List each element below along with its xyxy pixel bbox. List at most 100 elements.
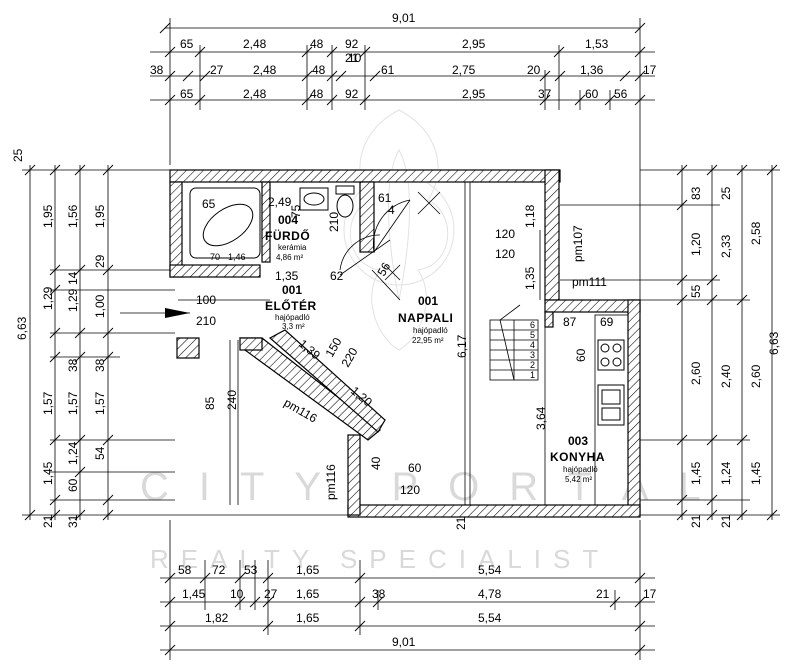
dim-label: 2,48: [243, 87, 267, 101]
dimension-lines-right: 6,63 83 1,20 55 2,60 1,45 21 25 2,33 2,4…: [560, 164, 781, 528]
stair-step: 3: [530, 350, 535, 360]
dim-label: 1,53: [585, 37, 609, 51]
top-dim-row-2: 65 2,48 48 21 92 2,95 1,53: [180, 37, 609, 65]
watermark-brand: CITY PORTÁL: [140, 464, 731, 509]
dim-label: 1,65: [296, 587, 320, 601]
bottom-dim-row-3: 1,82 1,65 5,54: [205, 611, 502, 625]
dim-label: 21: [345, 51, 359, 65]
dim-label: 5,54: [478, 611, 502, 625]
dim-label: 1,46: [228, 252, 246, 262]
dim-label: 56: [614, 87, 628, 101]
dim-label: 60: [585, 87, 599, 101]
dim-label: 20: [527, 63, 541, 77]
room-number: 004: [278, 213, 298, 227]
room-number: 003: [568, 434, 588, 448]
dim-label: 60: [408, 461, 422, 475]
dim-label: 27: [264, 587, 278, 601]
dim-label: 2,49: [268, 195, 292, 209]
dim-label: 85: [203, 396, 217, 410]
dim-label: 21: [719, 514, 733, 528]
dim-label: 29: [93, 254, 107, 268]
top-dim-row-3: 38 27 2,48 48 10 61 2,75 20 1,36 17: [150, 51, 657, 77]
dim-label: 1,20: [689, 232, 703, 256]
room-number: 001: [282, 283, 302, 297]
dim-label: 1,57: [41, 391, 55, 415]
dim-label: 65: [180, 37, 194, 51]
stove-icon: [597, 339, 625, 371]
dim-label: 75: [289, 204, 303, 218]
dim-label: 4: [388, 203, 395, 217]
room-floor: hajópadló: [275, 313, 310, 322]
dim-label: 61: [378, 191, 392, 205]
dim-label: 1,95: [41, 204, 55, 228]
dim-label: 83: [689, 186, 703, 200]
room-name: FÜRDŐ: [265, 228, 310, 243]
dim-label: 2,95: [462, 87, 486, 101]
dim-label: 210: [327, 212, 341, 232]
dim-label: 48: [310, 87, 324, 101]
sink-icon: [299, 187, 329, 211]
dim-label: 58: [178, 563, 192, 577]
bottom-dim-row-2: 1,45 10 27 1,65 38 4,78 21 17: [182, 587, 657, 601]
dim-label: 100: [196, 293, 216, 307]
interior-lines: [120, 182, 629, 506]
walls: [169, 169, 641, 518]
right-overall-dimension: 6,63: [767, 331, 781, 355]
dim-label: 17: [643, 587, 657, 601]
dim-label: 1,29: [41, 286, 55, 310]
dim-label: 2,95: [462, 37, 486, 51]
dim-label: 69: [600, 315, 614, 329]
right-dim-col-a: 83 1,20 55 2,60 1,45 21: [689, 186, 703, 528]
dim-label: 21: [596, 587, 610, 601]
dim-label: 38: [66, 358, 80, 372]
dim-label: 2,48: [243, 37, 267, 51]
dim-label: 60: [66, 478, 80, 492]
dim-label: 72: [212, 563, 226, 577]
dim-label: 2,58: [749, 221, 763, 245]
room-floor: hajópadló: [413, 326, 448, 335]
dim-label: 14: [66, 271, 80, 285]
dim-label: 1,35: [523, 266, 537, 290]
room-area: 3,3 m²: [282, 322, 305, 331]
dim-label: 1,57: [93, 391, 107, 415]
left-dim-col-a: 25 1,95 1,29 1,57 1,45 21: [11, 148, 55, 528]
dim-label: 40: [369, 456, 383, 470]
dim-label: 5,54: [478, 563, 502, 577]
dim-label: 1,65: [296, 611, 320, 625]
dim-label: 38: [372, 587, 386, 601]
room-floor: kerámia: [278, 243, 307, 252]
dim-label: 92: [345, 87, 359, 101]
dim-label: 56: [374, 260, 393, 279]
dim-label: 38: [93, 358, 107, 372]
dim-label: 62: [330, 269, 344, 283]
dim-label: 21: [41, 514, 55, 528]
dim-label: 17: [643, 63, 657, 77]
dim-label: 1,18: [523, 204, 537, 228]
dim-label: pm107: [571, 225, 585, 262]
dim-label: 21: [689, 514, 703, 528]
dim-label: 25: [11, 148, 25, 162]
top-overall-dimension: 9,01: [392, 11, 416, 25]
dim-label: 25: [719, 186, 733, 200]
stair-step: 1: [530, 370, 535, 380]
top-dim-row-4: 65 2,48 48 92 2,95 37 60 56: [180, 87, 628, 101]
dim-label: 38: [150, 63, 164, 77]
dim-label: 65: [202, 197, 216, 211]
room-kitchen: 003 KONYHA hajópadló 5,42 m²: [550, 434, 605, 484]
dim-label: 2,33: [719, 234, 733, 258]
dim-label: 120: [495, 247, 515, 261]
stair-step: 5: [530, 330, 535, 340]
dim-label: 1,45: [689, 461, 703, 485]
dim-label: 48: [312, 63, 326, 77]
dim-label: 2,40: [719, 364, 733, 388]
dim-label: 1,56: [66, 204, 80, 228]
stair-step-numbers: 1 2 3 4 5 6: [530, 320, 535, 380]
right-dim-col-c: 2,58 2,60 1,45: [749, 221, 763, 485]
dim-label: 27: [210, 63, 224, 77]
dim-label: 4,78: [478, 587, 502, 601]
watermark: CITY PORTÁL REALTY SPECIALIST: [140, 109, 731, 574]
room-name: KONYHA: [550, 450, 605, 464]
dim-label: 2,60: [689, 361, 703, 385]
dim-label: 10: [348, 51, 362, 65]
dim-label: 92: [345, 37, 359, 51]
